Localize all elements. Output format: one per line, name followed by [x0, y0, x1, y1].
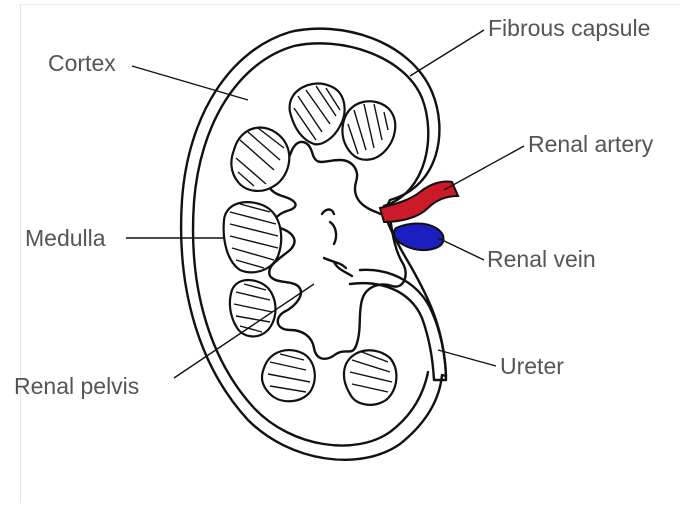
renal-vein: [394, 224, 444, 251]
label-renal-artery: Renal artery: [528, 133, 653, 156]
label-renal-vein: Renal vein: [487, 248, 596, 271]
pyramid-upper-left: [231, 128, 289, 191]
label-renal-pelvis: Renal pelvis: [14, 375, 139, 398]
pelvis-fold-1: [322, 210, 336, 245]
leader-renal-artery: [444, 146, 524, 190]
label-medulla: Medulla: [25, 227, 106, 250]
pelvis-fold-2: [324, 258, 352, 276]
leader-fibrous-capsule: [410, 30, 484, 76]
pyramid-bottom-right: [344, 350, 396, 405]
label-fibrous-capsule: Fibrous capsule: [488, 17, 650, 40]
renal-pelvis-cavity: [268, 142, 405, 359]
leader-ureter: [438, 350, 496, 366]
leader-renal-vein: [438, 238, 484, 260]
pyramid-bottom-left: [262, 350, 315, 401]
label-ureter: Ureter: [500, 355, 564, 378]
label-cortex: Cortex: [48, 52, 116, 75]
